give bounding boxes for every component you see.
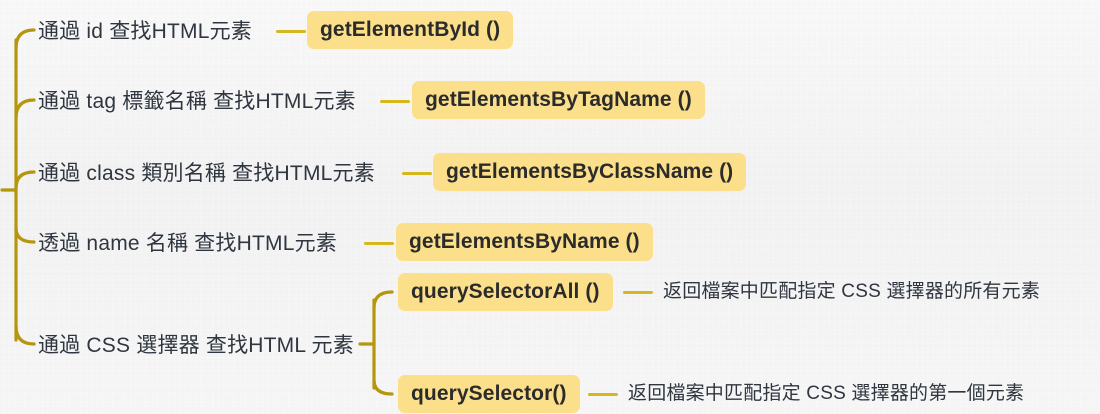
connector-dash-3 [402,172,432,175]
connector-dash-6 [588,393,618,396]
branch-elbow-3 [14,170,36,190]
sub-elbow-1 [372,290,394,310]
branch-label-class: 通過 class 類別名稱 查找HTML元素 [38,162,375,185]
connector-dash-2 [380,100,410,103]
method-chip-getelementsbytagname[interactable]: getElementsByTagName () [412,81,705,119]
branch-label-name: 透過 name 名稱 查找HTML元素 [38,232,337,255]
branch-elbow-1 [14,28,36,50]
method-chip-getelementbyid[interactable]: getElementById () [307,11,514,49]
connector-dash-4 [364,242,394,245]
branch-label-tag: 通過 tag 標籤名稱 查找HTML元素 [38,90,356,113]
connector-dash-5 [623,291,653,294]
branch-elbow-4 [14,226,36,244]
branch-elbow-2 [14,98,36,120]
method-chip-getelementsbyname[interactable]: getElementsByName () [396,223,653,261]
method-chip-getelementsbyclassname[interactable]: getElementsByClassName () [433,153,747,191]
branch-label-css-selector: 通過 CSS 選擇器 查找HTML 元素 [38,334,354,357]
sub-elbow-2 [372,378,394,396]
method-chip-queryselectorall[interactable]: querySelectorAll () [398,273,613,311]
method-chip-queryselector[interactable]: querySelector() [398,375,580,413]
connector-dash-1 [276,30,306,33]
description-queryselectorall: 返回檔案中匹配指定 CSS 選擇器的所有元素 [663,281,1041,302]
branch-elbow-5 [14,324,36,346]
branch-label-id: 通過 id 查找HTML元素 [38,20,252,43]
description-queryselector: 返回檔案中匹配指定 CSS 選擇器的第一個元素 [628,383,1025,404]
